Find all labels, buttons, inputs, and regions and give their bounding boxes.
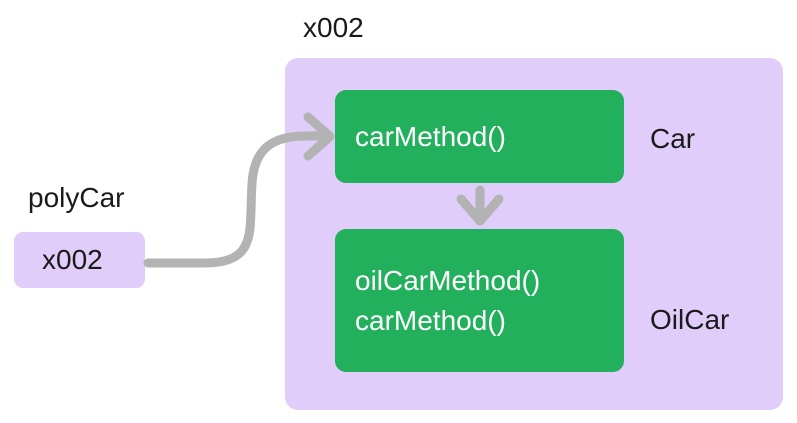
- class-label-car: Car: [650, 123, 696, 154]
- stack-variable-value: x002: [42, 244, 103, 275]
- method-box-car: carMethod(): [335, 90, 624, 183]
- method-label-oilcar-0: oilCarMethod(): [355, 264, 541, 296]
- method-label-car-0: carMethod(): [355, 120, 506, 152]
- method-box-oilcar: oilCarMethod() carMethod(): [335, 229, 624, 372]
- stack-variable-box: x002: [14, 232, 145, 288]
- class-label-oilcar: OilCar: [650, 304, 730, 335]
- method-label-oilcar-1: carMethod(): [355, 304, 506, 336]
- heap-object-container: carMethod() oilCarMethod() carMethod(): [285, 58, 783, 410]
- heap-address-title: x002: [303, 12, 364, 43]
- stack-variable-label: polyCar: [28, 182, 125, 213]
